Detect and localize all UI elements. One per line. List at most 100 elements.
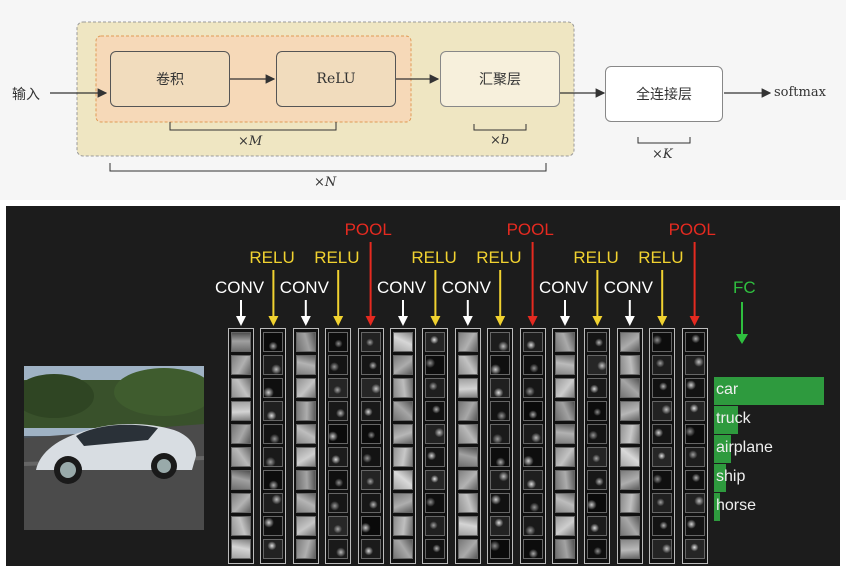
- activation-map: [523, 447, 543, 467]
- activation-map: [458, 470, 478, 490]
- activation-column-relu: [649, 328, 675, 564]
- activation-map: [425, 539, 445, 559]
- activation-map: [523, 424, 543, 444]
- activation-map: [425, 516, 445, 536]
- class-label: horse: [716, 497, 756, 515]
- activation-map: [555, 355, 575, 375]
- fully-connected-block: 全连接层: [605, 66, 723, 122]
- activation-map: [425, 470, 445, 490]
- activation-map: [263, 447, 283, 467]
- cnn-architecture-schematic: 输入 卷积 ReLU 汇聚层 全连接层 softmax ×M ×b ×K ×N: [0, 0, 846, 200]
- activation-map: [458, 378, 478, 398]
- activation-map: [523, 470, 543, 490]
- activation-column-conv: [293, 328, 319, 564]
- activation-map: [458, 401, 478, 421]
- layer-arrowhead-conv: [625, 316, 635, 326]
- car-photo: [24, 366, 204, 530]
- activation-map: [523, 493, 543, 513]
- activation-map: [296, 493, 316, 513]
- layer-arrowhead-conv: [236, 316, 246, 326]
- activation-map: [328, 470, 348, 490]
- activation-map: [263, 355, 283, 375]
- activation-map: [458, 516, 478, 536]
- activation-map: [231, 493, 251, 513]
- activation-map: [296, 378, 316, 398]
- activation-map: [296, 539, 316, 559]
- activation-map: [523, 516, 543, 536]
- activation-map: [263, 401, 283, 421]
- activation-column-relu: [260, 328, 286, 564]
- activation-column-conv: [390, 328, 416, 564]
- activation-map: [231, 447, 251, 467]
- repeat-k-label: ×K: [652, 147, 673, 162]
- activation-map: [231, 401, 251, 421]
- activation-map: [328, 332, 348, 352]
- activation-map: [361, 355, 381, 375]
- activation-map: [296, 332, 316, 352]
- activation-map: [620, 355, 640, 375]
- activation-column-relu: [584, 328, 610, 564]
- activation-map: [361, 378, 381, 398]
- activation-map: [490, 401, 510, 421]
- activation-map: [490, 470, 510, 490]
- activation-map: [328, 355, 348, 375]
- layer-arrowhead-conv: [398, 316, 408, 326]
- repeat-b-label: ×b: [490, 133, 509, 148]
- activation-map: [393, 355, 413, 375]
- activation-map: [620, 378, 640, 398]
- layer-arrowhead-relu: [657, 316, 667, 326]
- layer-arrowhead-relu: [333, 316, 343, 326]
- activation-map: [620, 516, 640, 536]
- layer-arrowhead-relu: [268, 316, 278, 326]
- activation-map: [296, 424, 316, 444]
- activation-map: [587, 516, 607, 536]
- activation-map: [587, 332, 607, 352]
- activation-map: [263, 516, 283, 536]
- activation-map: [361, 424, 381, 444]
- pool-block: 汇聚层: [440, 51, 560, 107]
- layer-arrowhead-pool: [366, 316, 376, 326]
- fc-label: FC: [733, 278, 756, 298]
- layer-arrowhead-conv: [463, 316, 473, 326]
- activation-map: [231, 470, 251, 490]
- activation-map: [523, 539, 543, 559]
- activation-map: [555, 516, 575, 536]
- relu-block: ReLU: [276, 51, 396, 107]
- activation-map: [685, 516, 705, 536]
- activation-column-conv: [455, 328, 481, 564]
- activation-map: [523, 355, 543, 375]
- activation-map: [263, 539, 283, 559]
- activation-column-pool: [682, 328, 708, 564]
- activation-map: [652, 447, 672, 467]
- activation-map: [231, 539, 251, 559]
- activation-map: [361, 447, 381, 467]
- activation-map: [523, 378, 543, 398]
- activation-map: [652, 493, 672, 513]
- activation-column-pool: [520, 328, 546, 564]
- activation-column-conv: [228, 328, 254, 564]
- layer-arrowhead-conv: [560, 316, 570, 326]
- activation-map: [587, 424, 607, 444]
- activation-map: [425, 378, 445, 398]
- activation-map: [652, 332, 672, 352]
- activation-map: [555, 424, 575, 444]
- activation-map: [328, 493, 348, 513]
- activation-map: [393, 516, 413, 536]
- activation-map: [652, 470, 672, 490]
- class-label: ship: [716, 468, 745, 486]
- activation-map: [490, 424, 510, 444]
- activation-map: [296, 355, 316, 375]
- activation-map: [620, 332, 640, 352]
- activation-map: [490, 516, 510, 536]
- activation-map: [393, 424, 413, 444]
- activation-map: [490, 447, 510, 467]
- repeat-n-label: ×N: [314, 175, 336, 190]
- activation-map: [620, 401, 640, 421]
- fc-arrow: [732, 298, 752, 348]
- conv-block: 卷积: [110, 51, 230, 107]
- activation-map: [458, 355, 478, 375]
- activation-column-relu: [325, 328, 351, 564]
- activation-map: [587, 401, 607, 421]
- activation-map: [328, 401, 348, 421]
- activation-map: [425, 401, 445, 421]
